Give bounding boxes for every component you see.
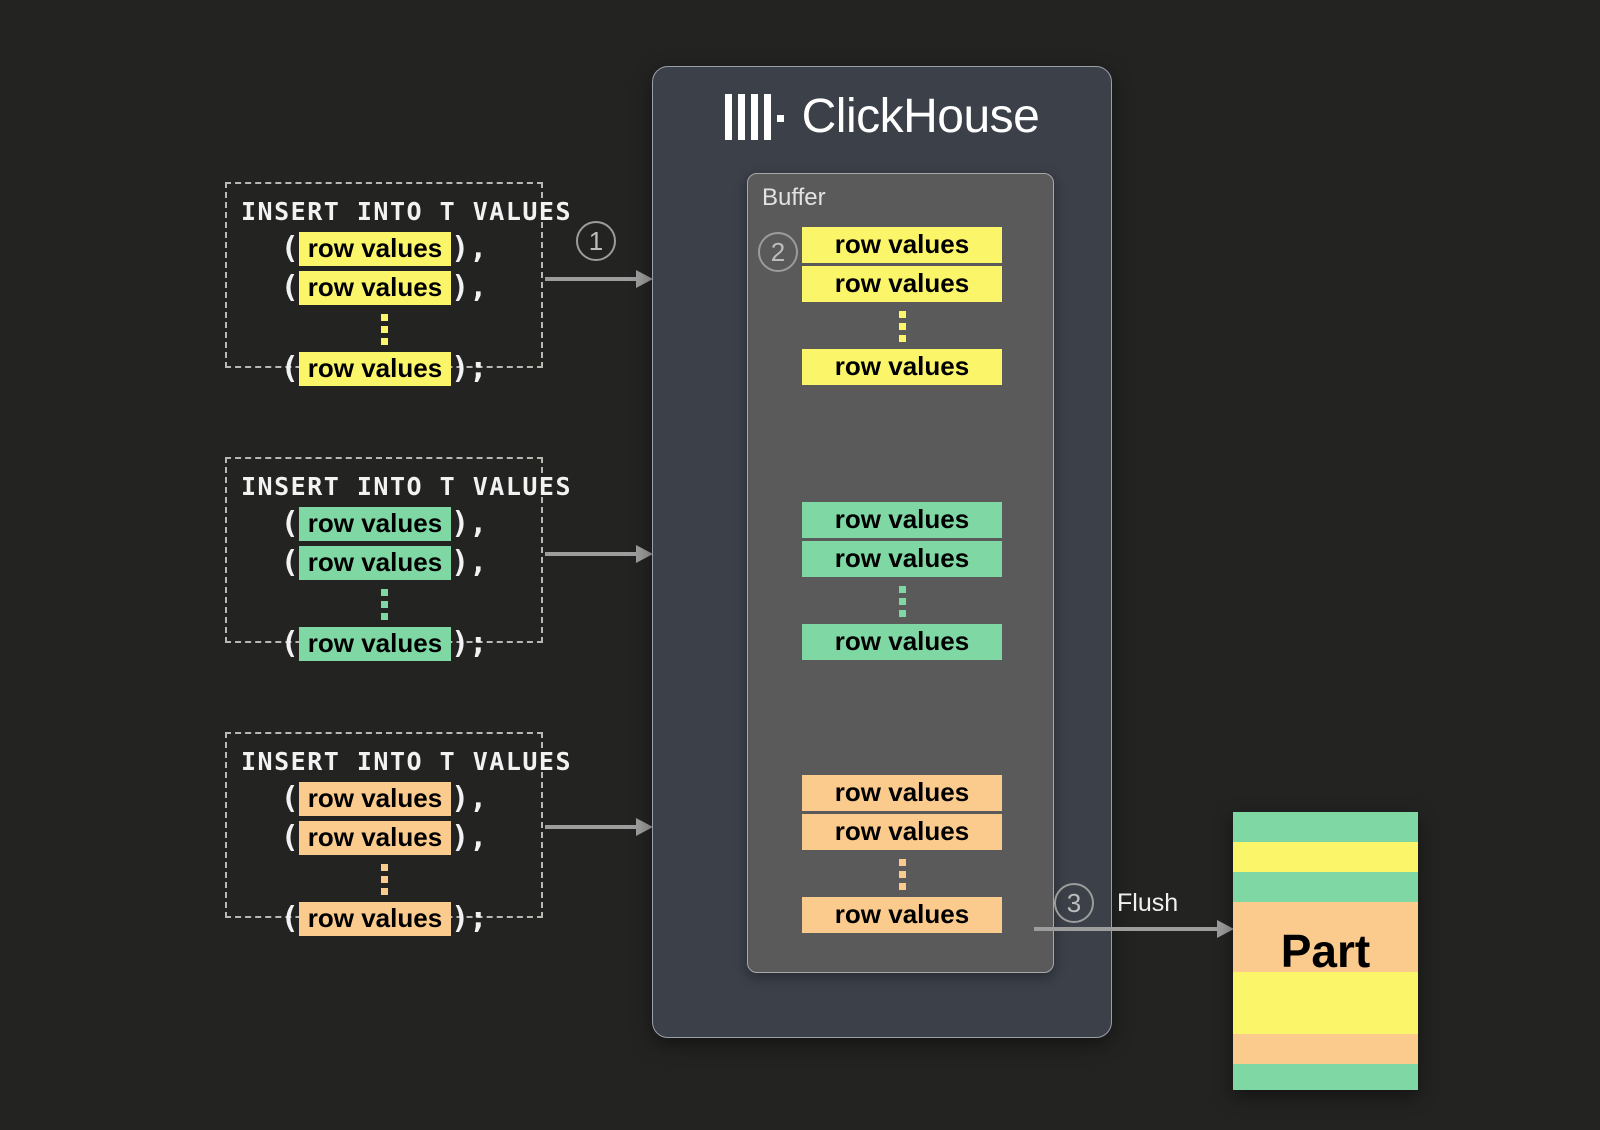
part-stripe [1233,1034,1418,1064]
arrow-insert-2 [545,545,653,563]
open-paren: ( [280,351,299,387]
row-values-chip: row values [298,271,452,306]
close-paren: ); [451,351,488,387]
insert-row: ( row values ), [241,820,527,856]
part-stripe [1233,812,1418,842]
open-paren: ( [280,820,299,856]
insert-row: ( row values ); [241,901,527,937]
open-paren: ( [280,901,299,937]
insert-row: ( row values ), [241,545,527,581]
part-stripe [1233,872,1418,902]
insert-row: ( row values ); [241,351,527,387]
open-paren: ( [280,781,299,817]
insert-statement-box-orange: INSERT INTO T VALUES ( row values ), ( r… [225,732,573,937]
vertical-ellipsis-icon [802,586,1002,617]
close-paren: ), [451,231,488,267]
part-block: Part [1233,812,1418,1090]
step-2-number: 2 [770,237,786,267]
row-values-chip: row values [802,897,1002,933]
row-values-chip: row values [298,232,452,267]
clickhouse-logo-icon [724,94,784,140]
row-values-chip: row values [298,902,452,937]
clickhouse-brand: ClickHouse [653,93,1111,141]
insert-row: ( row values ), [241,781,527,817]
close-paren: ), [451,781,488,817]
arrow-flush [1034,920,1234,938]
open-paren: ( [280,231,299,267]
buffer-group-green: row values row values row values [802,502,1002,660]
step-3-number: 3 [1066,888,1082,918]
close-paren: ), [451,270,488,306]
insert-row: ( row values ), [241,231,527,267]
row-values-chip: row values [802,349,1002,385]
row-values-chip: row values [802,775,1002,811]
flush-label: Flush [1117,889,1179,917]
step-1-number: 1 [588,226,604,256]
row-values-chip: row values [298,627,452,662]
open-paren: ( [280,270,299,306]
row-values-chip: row values [802,814,1002,850]
close-paren: ), [451,506,488,542]
insert-statement-box-green: INSERT INTO T VALUES ( row values ), ( r… [225,457,573,662]
vertical-ellipsis-icon [241,314,527,346]
insert-row: ( row values ), [241,506,527,542]
vertical-ellipsis-icon [241,864,527,896]
insert-header-green: INSERT INTO T VALUES [241,472,573,501]
part-stripe [1233,972,1418,1034]
clickhouse-container: ClickHouse Buffer row values row values … [652,66,1112,1038]
row-values-chip: row values [802,624,1002,660]
part-stripe [1233,842,1418,872]
insert-row: ( row values ), [241,270,527,306]
vertical-ellipsis-icon [241,589,527,621]
step-2-badge: 2 [758,232,798,272]
row-values-chip: row values [298,507,452,542]
arrow-insert-3 [545,818,653,836]
insert-statement-box-yellow: INSERT INTO T VALUES ( row values ), ( r… [225,182,573,387]
row-values-chip: row values [298,352,452,387]
insert-row: ( row values ); [241,626,527,662]
insert-header-orange: INSERT INTO T VALUES [241,747,573,776]
buffer-label: Buffer [762,184,826,211]
vertical-ellipsis-icon [802,859,1002,890]
close-paren: ), [451,820,488,856]
buffer-group-orange: row values row values row values [802,775,1002,933]
insert-header-yellow: INSERT INTO T VALUES [241,197,573,226]
row-values-chip: row values [802,541,1002,577]
part-stripe [1233,902,1418,972]
step-3-badge: 3 [1054,883,1094,923]
row-values-chip: row values [298,782,452,817]
clickhouse-title: ClickHouse [801,90,1040,143]
close-paren: ); [451,901,488,937]
row-values-chip: row values [298,821,452,856]
vertical-ellipsis-icon [802,311,1002,342]
step-1-badge: 1 [576,221,616,261]
arrow-insert-1 [545,270,653,288]
open-paren: ( [280,506,299,542]
row-values-chip: row values [802,266,1002,302]
buffer-group-yellow: row values row values row values [802,227,1002,385]
part-stripe [1233,1064,1418,1090]
open-paren: ( [280,545,299,581]
row-values-chip: row values [802,227,1002,263]
row-values-chip: row values [298,546,452,581]
buffer-box: Buffer row values row values row values … [747,173,1054,973]
row-values-chip: row values [802,502,1002,538]
open-paren: ( [280,626,299,662]
close-paren: ); [451,626,488,662]
close-paren: ), [451,545,488,581]
